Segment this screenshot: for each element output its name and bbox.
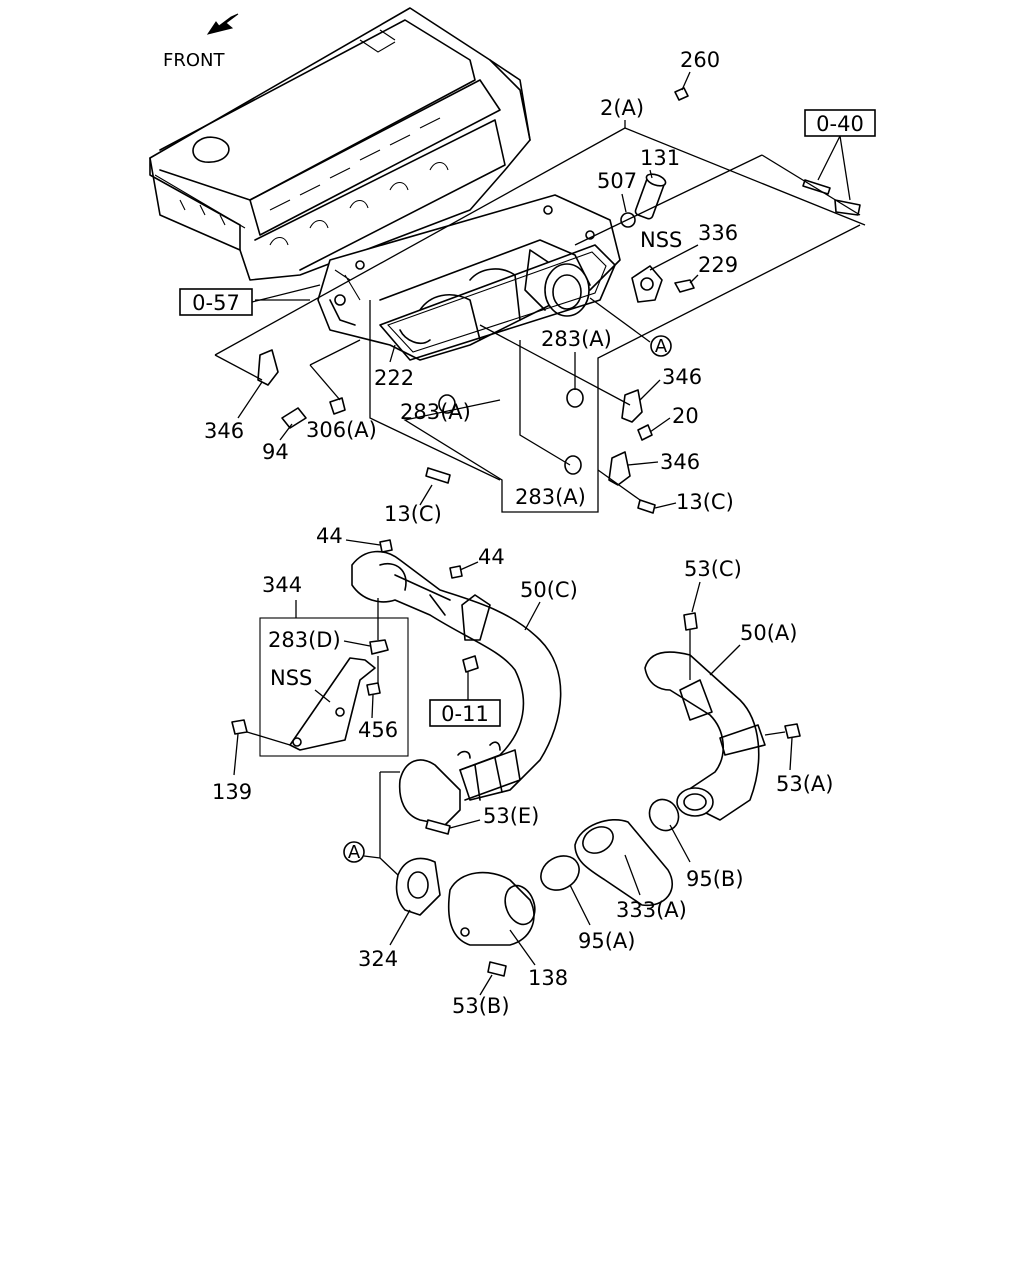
callout-131: 131 <box>640 146 680 170</box>
callout-53c: 53(C) <box>684 557 742 581</box>
callout-346-right-lower: 346 <box>660 450 700 474</box>
callout-456: 456 <box>358 718 398 742</box>
engine-cylinder-head <box>149 7 531 281</box>
callout-333a: 333(A) <box>616 898 687 922</box>
cover-plate <box>631 265 695 303</box>
callout-20: 20 <box>672 404 699 428</box>
callout-222: 222 <box>374 366 414 390</box>
bracket-344-group <box>231 539 479 757</box>
exhaust-pipe-50a <box>644 612 801 821</box>
callout-53b: 53(B) <box>452 994 510 1018</box>
callouts: 260 2(A) 131 507 NSS 336 229 283(A) 222 … <box>204 48 833 1018</box>
ref-box-0-40[interactable]: 0-40 <box>804 109 876 201</box>
callout-2a: 2(A) <box>600 96 644 120</box>
ref-box-0-11[interactable]: 0-11 <box>429 699 501 727</box>
callout-283a-lower: 283(A) <box>515 485 586 509</box>
callout-260: 260 <box>680 48 720 72</box>
callout-344: 344 <box>262 573 302 597</box>
ref-0-57-label: 0-57 <box>192 291 240 315</box>
front-indicator: FRONT <box>163 13 239 71</box>
callout-95b: 95(B) <box>686 867 744 891</box>
callout-94: 94 <box>262 440 289 464</box>
callout-336: 336 <box>698 221 738 245</box>
callout-95a: 95(A) <box>578 929 635 953</box>
callout-13c-right: 13(C) <box>676 490 734 514</box>
ref-0-11-label: 0-11 <box>441 702 489 726</box>
front-label: FRONT <box>163 50 225 71</box>
callout-53a: 53(A) <box>776 772 833 796</box>
callout-139: 139 <box>212 780 252 804</box>
callout-346-right-upper: 346 <box>662 365 702 389</box>
exhaust-manifold <box>317 194 621 361</box>
callout-138: 138 <box>528 966 568 990</box>
callout-507: 507 <box>597 169 637 193</box>
arrow-left-down-icon <box>206 13 239 35</box>
callout-346-left: 346 <box>204 419 244 443</box>
callout-44-left: 44 <box>316 524 343 548</box>
circle-a-upper-label: A <box>655 336 668 357</box>
circle-a-marker-upper: A <box>589 297 672 357</box>
callout-324: 324 <box>358 947 398 971</box>
callout-283a-middle: 283(A) <box>400 400 471 424</box>
callout-44-right: 44 <box>478 545 505 569</box>
callout-50c: 50(C) <box>520 578 578 602</box>
flex-pipe-and-clamps <box>540 798 680 907</box>
exhaust-pipe-50c <box>351 550 562 826</box>
lower-leader-lines <box>379 771 400 876</box>
circle-a-marker-lower: A <box>343 841 381 863</box>
ref-0-40-label: 0-40 <box>816 112 864 136</box>
callout-306a: 306(A) <box>306 418 377 442</box>
upper-hardware <box>257 349 656 514</box>
callout-nss-top: NSS <box>640 228 682 252</box>
callout-53e: 53(E) <box>483 804 539 828</box>
outlet-elbow-and-gasket <box>395 819 536 977</box>
callout-283a-upper: 283(A) <box>541 327 612 351</box>
upper-leader-lines <box>214 127 866 513</box>
callout-nss-bottom: NSS <box>270 666 312 690</box>
sensor-assembly <box>620 87 689 228</box>
callout-50a: 50(A) <box>740 621 797 645</box>
callout-229: 229 <box>698 253 738 277</box>
ref-box-0-57[interactable]: 0-57 <box>179 284 321 316</box>
callout-283d: 283(D) <box>268 628 341 652</box>
callout-13c-left: 13(C) <box>384 502 442 526</box>
circle-a-lower-label: A <box>348 842 361 863</box>
manifold-gasket <box>379 244 616 361</box>
